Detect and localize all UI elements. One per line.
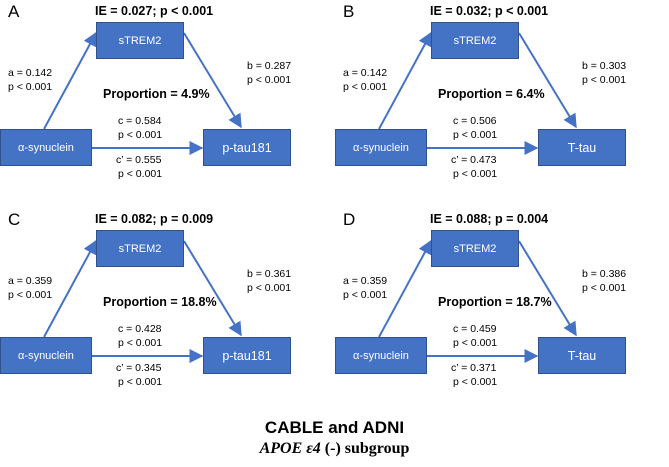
indirect-effect: IE = 0.088; p = 0.004 — [430, 212, 549, 226]
figure-title: CABLE and ADNI — [264, 418, 405, 437]
cprime-coef: c’ = 0.371 — [451, 362, 497, 374]
arrow-b — [518, 32, 577, 129]
c-coef: c = 0.428 — [118, 323, 162, 335]
c-pvalue: p < 0.001 — [118, 337, 163, 349]
a-pvalue: p < 0.001 — [343, 81, 388, 93]
proportion-mediated: Proportion = 18.8% — [103, 295, 217, 309]
mediation-panel: C IE = 0.082; p = 0.009 sTREM2 a = 0.359 p <… — [0, 208, 334, 413]
arrow-b — [518, 240, 577, 337]
arrow-a — [43, 239, 97, 338]
path-arrows — [43, 31, 242, 155]
cprime-pvalue: p < 0.001 — [453, 376, 498, 388]
proportion-mediated: Proportion = 4.9% — [103, 87, 210, 101]
cprime-pvalue: p < 0.001 — [453, 168, 498, 180]
c-pvalue: p < 0.001 — [453, 129, 498, 141]
mediator-box: sTREM2 — [431, 22, 519, 59]
outcome-box: p-tau181 — [203, 129, 291, 166]
panel-letter: C — [8, 210, 21, 229]
c-pvalue: p < 0.001 — [453, 337, 498, 349]
arrow-a — [378, 239, 432, 338]
a-pvalue: p < 0.001 — [343, 289, 388, 301]
proportion-mediated: Proportion = 18.7% — [438, 295, 552, 309]
cprime-coef: c’ = 0.473 — [451, 154, 497, 166]
source-box: α-synuclein — [335, 337, 427, 374]
a-coef: a = 0.142 — [343, 67, 388, 79]
a-coef: a = 0.142 — [8, 67, 53, 79]
mediation-panel: A IE = 0.027; p < 0.001 sTREM2 a = 0.142 p <… — [0, 0, 334, 205]
path-arrows — [43, 239, 242, 363]
b-coef: b = 0.386 — [582, 268, 627, 280]
c-coef: c = 0.459 — [453, 323, 497, 335]
indirect-effect: IE = 0.032; p < 0.001 — [430, 4, 549, 18]
mediator-box: sTREM2 — [431, 230, 519, 267]
a-pvalue: p < 0.001 — [8, 81, 53, 93]
proportion-mediated: Proportion = 6.4% — [438, 87, 545, 101]
c-coef: c = 0.506 — [453, 115, 497, 127]
arrow-b — [183, 32, 242, 129]
panel-letter: D — [343, 210, 356, 229]
panel-letter: A — [8, 2, 20, 21]
a-pvalue: p < 0.001 — [8, 289, 53, 301]
figure-subtitle: APOE ε4 (-) subgroup — [0, 440, 669, 458]
source-box: α-synuclein — [0, 337, 92, 374]
b-coef: b = 0.287 — [247, 60, 292, 72]
subtitle-rest: (-) subgroup — [320, 440, 410, 457]
indirect-effect: IE = 0.082; p = 0.009 — [95, 212, 214, 226]
outcome-box: T-tau — [538, 337, 626, 374]
b-pvalue: p < 0.001 — [582, 74, 627, 86]
subtitle-gene: APOE ε4 — [259, 440, 321, 457]
mediator-box: sTREM2 — [96, 230, 184, 267]
cprime-pvalue: p < 0.001 — [118, 376, 163, 388]
panel-letter: B — [343, 2, 355, 21]
outcome-box: p-tau181 — [203, 337, 291, 374]
c-coef: c = 0.584 — [118, 115, 162, 127]
indirect-effect: IE = 0.027; p < 0.001 — [95, 4, 214, 18]
mediation-panel: D IE = 0.088; p = 0.004 sTREM2 a = 0.359 p <… — [335, 208, 669, 413]
path-arrows — [378, 239, 577, 363]
b-pvalue: p < 0.001 — [247, 74, 292, 86]
cprime-coef: c’ = 0.555 — [116, 154, 162, 166]
b-coef: b = 0.303 — [582, 60, 627, 72]
c-pvalue: p < 0.001 — [118, 129, 163, 141]
cprime-pvalue: p < 0.001 — [118, 168, 163, 180]
mediator-box: sTREM2 — [96, 22, 184, 59]
b-pvalue: p < 0.001 — [582, 282, 627, 294]
arrow-a — [378, 31, 432, 130]
path-arrows — [378, 31, 577, 155]
b-pvalue: p < 0.001 — [247, 282, 292, 294]
arrow-a — [43, 31, 97, 130]
a-coef: a = 0.359 — [343, 275, 388, 287]
arrow-b — [183, 240, 242, 337]
outcome-box: T-tau — [538, 129, 626, 166]
source-box: α-synuclein — [335, 129, 427, 166]
a-coef: a = 0.359 — [8, 275, 53, 287]
cprime-coef: c’ = 0.345 — [116, 362, 162, 374]
mediation-panel: B IE = 0.032; p < 0.001 sTREM2 a = 0.142 p <… — [335, 0, 669, 205]
source-box: α-synuclein — [0, 129, 92, 166]
b-coef: b = 0.361 — [247, 268, 292, 280]
